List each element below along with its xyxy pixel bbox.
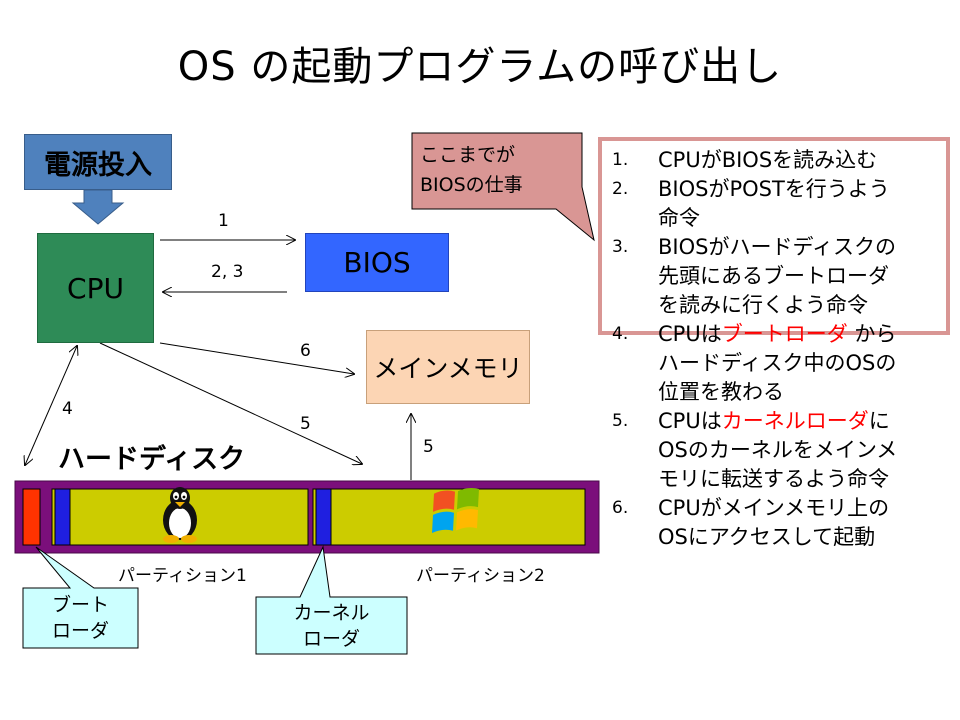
bios-note-line-2: BIOSの仕事 [420,174,523,197]
arrow-4-label: 4 [62,399,73,419]
step-number: 6. [612,498,629,518]
kernel-loader-callout-text: カーネル ローダ [256,601,407,652]
boot-loader-line-1: ブート [51,594,109,616]
steps-list: 1. CPUがBIOSを読み込む 2. BIOSがPOSTを行うよう命令 3. BIOSが… [606,146,951,552]
step-text: OSのカーネルをメインメ [658,438,898,462]
arrow-4 [25,346,77,465]
step-text: CPUは [658,409,722,433]
step-line: CPUはカーネルローダに [658,407,951,436]
step-line: を読みに行くよう命令 [658,291,951,320]
step-text: から [847,322,897,346]
step-highlight-text: ブートローダ [721,322,848,346]
boot-loader-block [22,488,41,546]
step-text: 命令 [658,206,700,230]
arrow-6-label: 6 [300,341,311,361]
step-number: 2. [612,179,629,199]
power-on-box: 電源投入 [24,134,172,190]
step-line: CPUがBIOSを読み込む [658,146,951,175]
kernel-loader-callout [255,545,408,655]
kernel-loader-line-2: ローダ [302,627,360,650]
step-number: 5. [612,411,629,431]
loader-block-1 [54,488,71,546]
step-item: 2. BIOSがPOSTを行うよう命令 [606,175,951,233]
step-text: BIOSがPOSTを行うよう [658,177,890,201]
arrow-5-up-label: 5 [423,437,434,457]
boot-loader-callout [22,546,139,649]
tux-penguin-icon [163,487,197,543]
bios-box: BIOS [305,233,449,292]
step-line: CPUがメインメモリ上の [658,494,951,523]
page-title: OS の起動プログラムの呼び出し [177,44,783,90]
step-text: OSにアクセスして起動 [658,525,876,549]
step-item: 4.CPUはブートローダ からハードディスク中のOSの位置を教わる [606,320,951,407]
arrow-1-label: 1 [218,211,229,231]
cpu-box: CPU [37,233,154,343]
step-text: CPUがBIOSを読み込む [658,148,878,172]
windows-logo-icon [432,488,479,533]
step-line: BIOSがハードディスクの [658,233,951,262]
partition-1-label: パーティション1 [118,566,247,586]
step-line: OSのカーネルをメインメ [658,436,951,465]
step-number: 3. [612,237,629,257]
step-text: BIOSがハードディスクの [658,235,896,259]
step-line: 位置を教わる [658,378,951,407]
step-line: CPUはブートローダ から [658,320,951,349]
step-text: を読みに行くよう命令 [658,293,868,317]
step-item: 1. CPUがBIOSを読み込む [606,146,951,175]
bios-note-bubble [411,132,595,242]
bios-note-line-1: ここまでが [420,144,516,166]
step-line: OSにアクセスして起動 [658,523,951,552]
step-line: BIOSがPOSTを行うよう [658,175,951,204]
arrow-5 [99,342,362,464]
step-item: 6. CPUがメインメモリ上の OSにアクセスして起動 [606,494,951,552]
step-item: 3. BIOSがハードディスクの先頭にあるブートローダを読みに行くよう命令 [606,233,951,320]
step-line: モリに転送するよう命令 [658,465,951,494]
step-number: 4. [612,324,629,344]
boot-loader-callout-text: ブート ローダ [23,593,138,644]
step-text: ハードディスク中のOSの [658,351,897,375]
bios-note-text: ここまでが BIOSの仕事 [420,140,570,201]
partition-2-label: パーティション2 [416,566,545,586]
step-text: 先頭にあるブートローダ [658,264,889,288]
step-text: CPUがメインメモリ上の [658,496,890,520]
step-number: 1. [612,150,629,170]
step-highlight-text: カーネルローダ [721,409,869,433]
kernel-loader-line-1: カーネル [293,602,370,624]
boot-loader-line-2: ローダ [51,619,109,642]
kernel-loader-block [315,488,332,546]
power-down-arrow [71,189,125,225]
step-text: CPUは [658,322,722,346]
arrow-6 [159,342,354,374]
step-text: 位置を教わる [658,380,784,404]
step-text: モリに転送するよう命令 [658,467,889,491]
step-line: ハードディスク中のOSの [658,349,951,378]
step-line: 先頭にあるブートローダ [658,262,951,291]
arrow-2-3-label: 2, 3 [211,262,244,282]
step-text: に [868,409,890,433]
hard-disk-label: ハードディスク [58,444,246,475]
step-line: 命令 [658,204,951,233]
bios-steps-highlight [598,137,950,335]
arrow-5-label: 5 [300,414,311,434]
main-memory-box: メインメモリ [366,330,530,404]
